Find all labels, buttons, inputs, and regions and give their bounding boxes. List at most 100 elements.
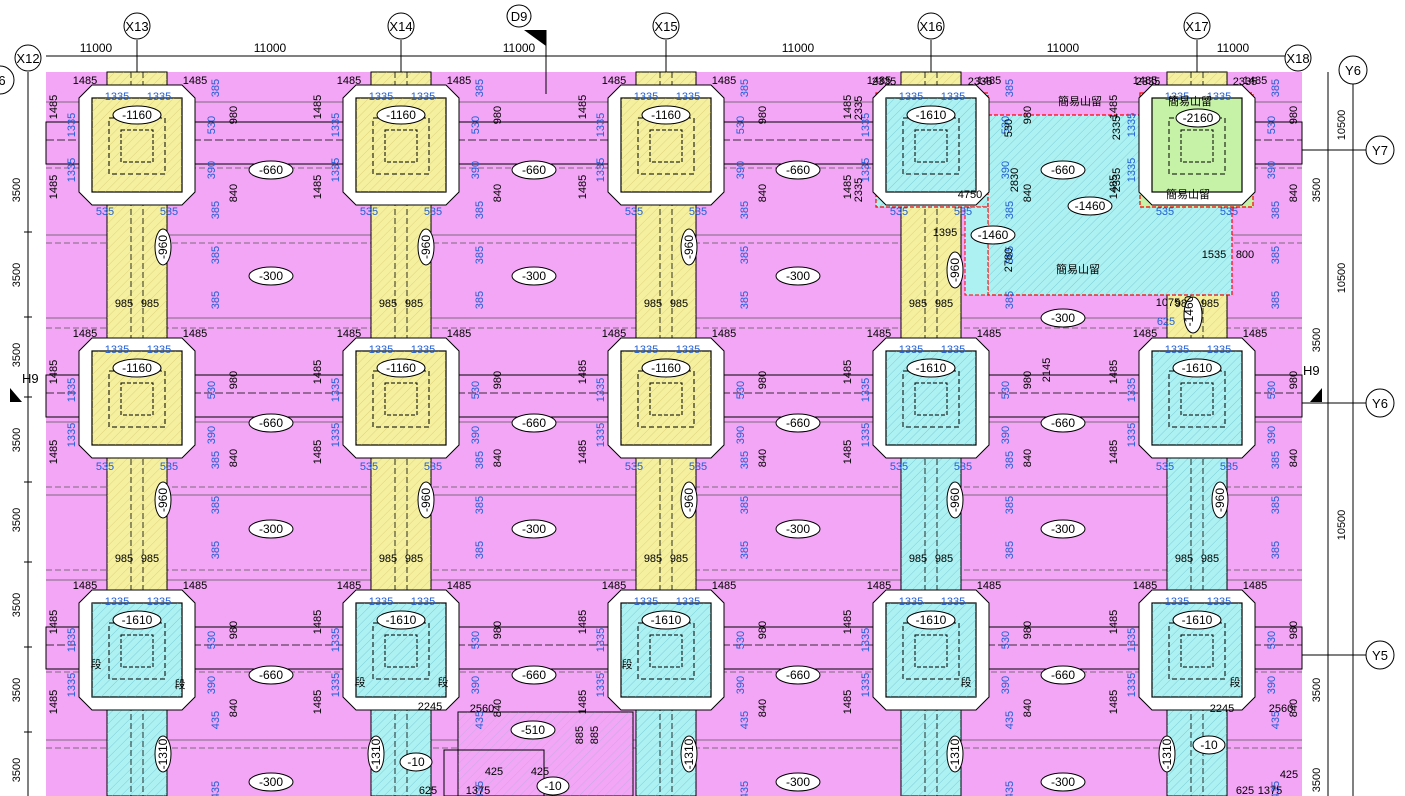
dimension-text: 2335	[1111, 168, 1123, 192]
beam-v-level-bubble	[154, 228, 172, 266]
pile-inner	[384, 382, 418, 416]
svg-text:-2160: -2160	[1183, 111, 1214, 125]
dimension-text: 840	[1288, 184, 1300, 202]
cap-dim-label: 1335	[105, 596, 129, 608]
beam-half-text: 985	[909, 298, 927, 310]
dimension-text: 1485	[842, 610, 854, 634]
slab-level-label: -300	[786, 269, 810, 283]
beam-half-text: 985	[1201, 553, 1219, 565]
dimension-text: 385	[739, 451, 751, 469]
pile-offset-label: 1485	[977, 328, 1001, 340]
cap-level-label: -1610	[122, 613, 153, 627]
cap-level-bubble	[112, 105, 162, 125]
dimension-text: 385	[474, 451, 486, 469]
beam-level-bubble	[1040, 665, 1086, 685]
dimension-text: 2335	[1111, 116, 1123, 140]
grid-label-y: Y5	[1372, 648, 1388, 663]
pile-offset-label: 1485	[867, 75, 891, 87]
dimension-text: 980	[228, 371, 240, 389]
cap-level-bubble	[906, 358, 956, 378]
cap-dim-label: 1335	[1207, 596, 1231, 608]
cap-level-bubble	[112, 610, 162, 630]
grid-label-x: X14	[389, 19, 412, 34]
beam-level-label: -660	[786, 416, 810, 430]
slab-level-bubble	[248, 772, 294, 792]
dimension-text: 1485	[1108, 360, 1120, 384]
beam-v-level-label: -960	[948, 488, 962, 512]
dimension-text: 840	[492, 449, 504, 467]
dimension-text: 385	[739, 541, 751, 559]
dimension-text: 980	[228, 621, 240, 639]
dimension-text: 885	[574, 726, 586, 744]
dimension-text: 1335	[1126, 673, 1138, 697]
dimension-text: 1335	[595, 423, 607, 447]
beam-v-level-bubble	[946, 251, 964, 289]
dimension-text: 390	[1000, 161, 1012, 179]
pile-inner	[649, 129, 683, 163]
beam-width-text: 535	[1156, 461, 1174, 473]
vertical-beam-hatch	[371, 450, 431, 610]
cap-dim-label: 1335	[411, 596, 435, 608]
svg-text:H9: H9	[1303, 363, 1320, 378]
dimension-text: 385	[1004, 291, 1016, 309]
cap-level-label: -1610	[386, 613, 417, 627]
dimension-text: 1335	[860, 628, 872, 652]
dimension-text: 1485	[577, 175, 589, 199]
svg-text:-510: -510	[521, 723, 545, 737]
pile-inner	[120, 634, 154, 668]
beam-width-text: 535	[625, 461, 643, 473]
beam-half-text: 985	[115, 298, 133, 310]
cap-level-bubble	[112, 358, 162, 378]
dimension-text: 1335	[595, 628, 607, 652]
dimension-text: 1335	[1126, 628, 1138, 652]
slab-level-bubble	[775, 519, 821, 539]
dimension-text: 530	[470, 631, 482, 649]
cap-level-label: -1160	[122, 361, 152, 375]
dimension-text: 1335	[330, 158, 342, 182]
dimension-text: 390	[1266, 676, 1278, 694]
dimension-text: 385	[474, 201, 486, 219]
cap-level-bubble	[641, 610, 691, 630]
beam-width-text: 535	[954, 461, 972, 473]
pit-dim: 1535	[1202, 249, 1226, 261]
slab-level-bubble	[1040, 308, 1086, 328]
horizontal-beam	[181, 121, 357, 165]
beam-half-text: 985	[670, 298, 688, 310]
dimension-text: 1335	[860, 158, 872, 182]
beam-v-level-bubble	[154, 481, 172, 519]
svg-text:-10: -10	[407, 755, 425, 769]
dimension-text: 980	[492, 621, 504, 639]
pile-inner	[914, 382, 948, 416]
pit-dim: 1375	[466, 785, 490, 796]
cap-level-label: -1610	[1182, 613, 1213, 627]
cap-level-bubble	[641, 105, 691, 125]
horizontal-beam	[181, 626, 357, 670]
beam-width-text: 535	[689, 461, 707, 473]
beam-level-label: -660	[1051, 163, 1075, 177]
pit-dim: 2245	[1210, 703, 1234, 715]
dimension-text: 385	[1270, 246, 1282, 264]
right-dim-text: 3500	[1311, 768, 1323, 792]
beam-half-text: 985	[909, 553, 927, 565]
dimension-text: 1335	[330, 673, 342, 697]
cap-level-bubble	[376, 358, 426, 378]
svg-text:11000: 11000	[254, 41, 287, 55]
pit-dim: 2560	[470, 703, 494, 715]
beam-level-label: -660	[522, 163, 546, 177]
horizontal-beam	[710, 121, 887, 165]
pile-inner	[384, 129, 418, 163]
pile-offset-label: 1485	[1133, 75, 1157, 87]
vertical-beam-hatch	[107, 450, 167, 610]
slab-level-bubble	[1040, 772, 1086, 792]
cap-dim-label: 1335	[634, 344, 658, 356]
dimension-text: 385	[210, 291, 222, 309]
dimension-text: 385	[1004, 496, 1016, 514]
slab-level-bubble	[775, 772, 821, 792]
temp-retaining-note-2: 簡易山留	[1168, 94, 1212, 108]
dimension-text: 530	[470, 381, 482, 399]
dimension-text: 530	[206, 116, 218, 134]
dimension-text: 1335	[1126, 378, 1138, 402]
step-mark: 段	[1230, 675, 1241, 689]
dimension-text: 1335	[330, 113, 342, 137]
beam-width-text: 535	[1220, 206, 1238, 218]
